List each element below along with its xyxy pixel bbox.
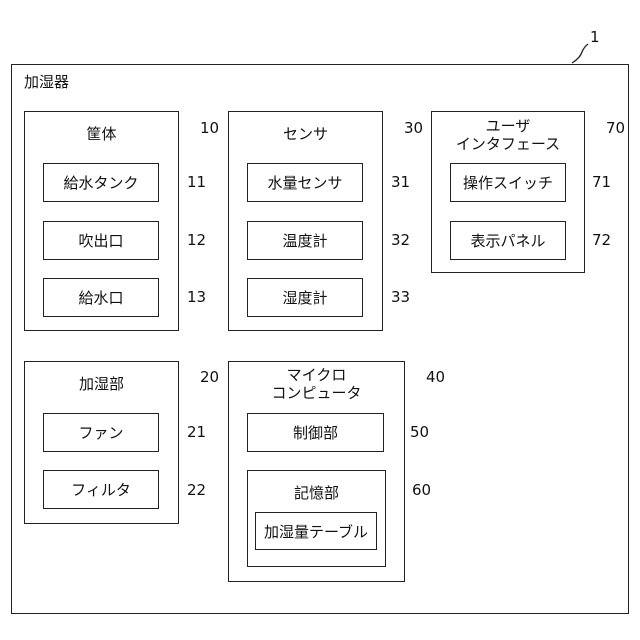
device-ref-number: 1 (590, 28, 600, 46)
device-label: 加湿器 (24, 73, 69, 91)
control-unit-ref: 50 (410, 423, 429, 441)
housing-ref: 10 (200, 119, 219, 137)
operation-switch-box: 操作スイッチ (450, 163, 566, 202)
sensor-title: センサ (229, 124, 382, 144)
user-interface-title-line2: インタフェース (432, 135, 584, 154)
sensor-ref: 30 (404, 119, 423, 137)
air-outlet-box: 吹出口 (43, 221, 159, 260)
water-tank-ref: 11 (187, 173, 206, 191)
control-unit-box: 制御部 (247, 413, 384, 452)
memory-unit-title: 記憶部 (248, 483, 385, 503)
user-interface-ref: 70 (606, 119, 625, 137)
memory-unit-ref: 60 (412, 481, 431, 499)
water-level-sensor-box: 水量センサ (247, 163, 363, 202)
microcomputer-ref: 40 (426, 368, 445, 386)
water-level-sensor-ref: 31 (391, 173, 410, 191)
hygrometer-ref: 33 (391, 288, 410, 306)
housing-title: 筐体 (25, 124, 178, 144)
humidifying-unit-ref: 20 (200, 368, 219, 386)
operation-switch-ref: 71 (592, 173, 611, 191)
air-outlet-ref: 12 (187, 231, 206, 249)
fan-box: ファン (43, 413, 159, 452)
display-panel-box: 表示パネル (450, 221, 566, 260)
display-panel-ref: 72 (592, 231, 611, 249)
thermometer-box: 温度計 (247, 221, 363, 260)
humidifying-unit-title: 加湿部 (25, 374, 178, 394)
fan-ref: 21 (187, 423, 206, 441)
humidification-table-box: 加湿量テーブル (255, 512, 377, 550)
microcomputer-title-line1: マイクロ (229, 366, 404, 385)
hygrometer-box: 湿度計 (247, 278, 363, 317)
thermometer-ref: 32 (391, 231, 410, 249)
water-tank-box: 給水タンク (43, 163, 159, 202)
water-inlet-box: 給水口 (43, 278, 159, 317)
filter-ref: 22 (187, 481, 206, 499)
water-inlet-ref: 13 (187, 288, 206, 306)
user-interface-title-line1: ユーザ (432, 117, 584, 136)
microcomputer-title-line2: コンピュータ (229, 384, 404, 403)
filter-box: フィルタ (43, 470, 159, 509)
